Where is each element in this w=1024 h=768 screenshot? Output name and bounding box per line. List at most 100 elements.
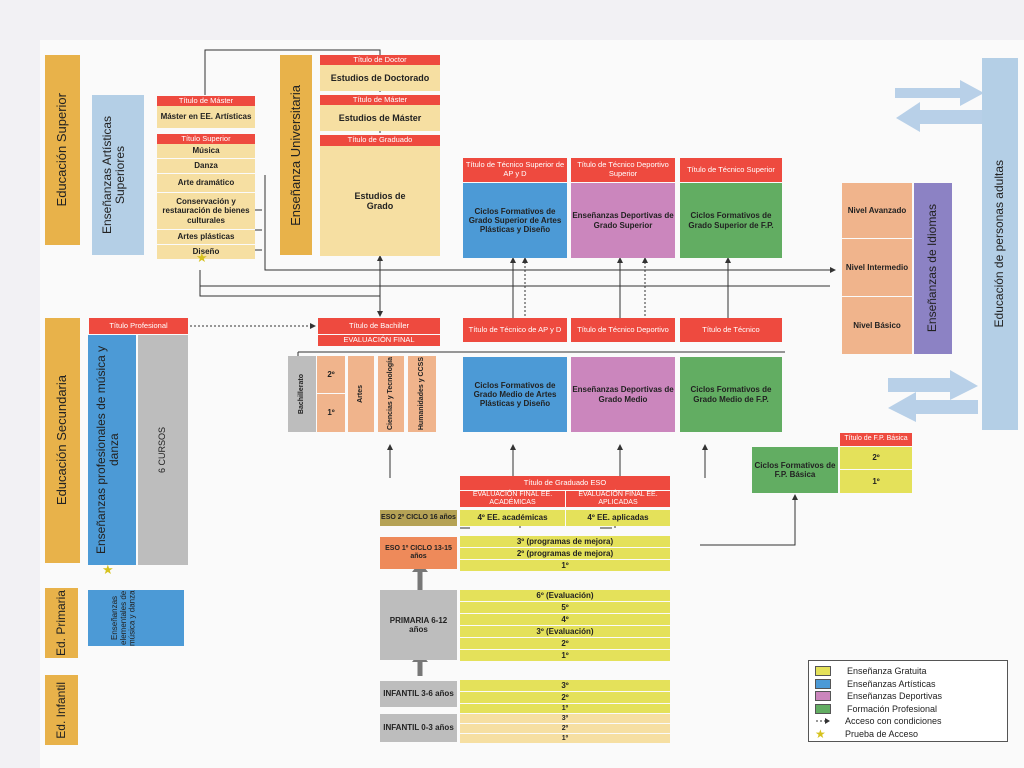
infantil-0-3-row-3: 3º: [460, 714, 670, 723]
titulo-tecnico-superior-apd: Título de Técnico Superior de AP y D: [463, 158, 567, 182]
artisticas-item-conservacion: Conservación y restauración de bienes cu…: [157, 193, 255, 229]
titulo-doctor: Título de Doctor: [320, 55, 440, 65]
modalidad-ciencias-label: Ciencias y Tecnología: [387, 357, 395, 431]
section-primaria-label: Ed. Primaria: [53, 589, 68, 657]
legend-item: ★ Prueba de Acceso: [815, 728, 1001, 741]
ciclos-medio-fp: Ciclos Formativos de Grado Medio de F.P.: [680, 357, 782, 432]
primaria-row-4: 4º: [460, 614, 670, 625]
section-educacion-secundaria: Educación Secundaria: [45, 318, 80, 563]
evaluacion-final-aplicadas: EVALUACIÓN FINAL EE. APLICADAS: [566, 491, 670, 507]
band-elementales: Enseñanzas elementales de música y danza: [88, 590, 184, 646]
idiomas-label: Enseñanzas de Idiomas: [925, 204, 940, 333]
star-icon: ★: [102, 562, 114, 577]
ciclos-superior-apd: Ciclos Formativos de Grado Superior de A…: [463, 183, 567, 258]
legend-item: Acceso con condiciones: [815, 715, 1001, 728]
infantil-3-6-row-1: 1º: [460, 704, 670, 713]
artisticas-item-diseno: Diseño: [157, 245, 255, 259]
estudios-master: Estudios de Máster: [320, 105, 440, 131]
eso-row-2: 2º (programas de mejora): [460, 548, 670, 559]
titulo-bachiller: Título de Bachiller: [318, 318, 440, 334]
band-artisticas-superiores: Enseñanzas Artísticas Superiores: [92, 95, 144, 255]
titulo-profesional: Título Profesional: [89, 318, 188, 334]
primaria-row-6: 6º (Evaluación): [460, 590, 670, 601]
titulo-superior: Título Superior: [157, 134, 255, 144]
ciclos-medio-apd: Ciclos Formativos de Grado Medio de Arte…: [463, 357, 567, 432]
eso-row-1: 1º: [460, 560, 670, 571]
infantil-0-3-row-2: 2º: [460, 724, 670, 733]
legend-swatch-fp: [815, 703, 831, 714]
section-secundaria-label: Educación Secundaria: [54, 375, 70, 506]
legend-swatch-deportivas: [815, 691, 831, 702]
primaria-label-box: PRIMARIA 6-12 años: [380, 590, 457, 660]
fp-basica-curso-1: 1º: [840, 470, 912, 493]
artisticas-item-arte-dramatico: Arte dramático: [157, 174, 255, 192]
modalidad-artes-label: Artes: [357, 385, 365, 403]
bachillerato-curso-2: 2º: [317, 356, 345, 393]
primaria-row-5: 5º: [460, 602, 670, 613]
infantil-0-3-label: INFANTIL 0-3 años: [380, 714, 457, 742]
universitaria-label: Enseñanza Universitaria: [287, 84, 303, 226]
ciclos-fp-basica: Ciclos Formativos de F.P. Básica: [752, 447, 838, 493]
master-artisticas: Máster en EE. Artísticas: [157, 106, 255, 128]
star-icon: ★: [815, 726, 826, 741]
modalidad-artes: Artes: [348, 356, 374, 432]
estudios-grado: Estudios de Grado: [320, 146, 440, 256]
section-educacion-superior: Educación Superior: [45, 55, 80, 245]
legend: Enseñanza Gratuita Enseñanzas Artísticas…: [808, 660, 1008, 742]
eso-row-3: 3º (programas de mejora): [460, 536, 670, 547]
band-seis-cursos: 6 CURSOS: [138, 335, 188, 565]
fp-basica-curso-2: 2º: [840, 447, 912, 469]
legend-label: Enseñanzas Deportivas: [847, 691, 943, 702]
artisticas-item-musica: Música: [157, 144, 255, 158]
infantil-3-6-row-2: 2º: [460, 692, 670, 703]
modalidad-humanidades-label: Humanidades y CCSS: [418, 357, 426, 431]
section-infantil-label: Ed. Infantil: [53, 681, 68, 739]
legend-item: Enseñanzas Artísticas: [815, 678, 1001, 691]
legend-swatch-artisticas: [815, 678, 831, 689]
artisticas-superiores-label: Enseñanzas Artísticas Superiores: [100, 115, 128, 235]
band-universitaria: Enseñanza Universitaria: [280, 55, 312, 255]
bachillerato-label: Bachillerato: [298, 373, 306, 415]
titulo-tecnico-apd: Título de Técnico de AP y D: [463, 318, 567, 342]
elementales-label: Enseñanzas elementales de música y danza: [110, 590, 137, 646]
seis-cursos-label: 6 CURSOS: [157, 426, 168, 473]
adultos-label: Educación de personas adultas: [992, 160, 1007, 328]
eso-4-academicas: 4º EE. académicas: [460, 510, 565, 526]
legend-label: Enseñanzas Artísticas: [847, 678, 936, 689]
profesionales-label: Enseñanzas profesionales de música y dan…: [94, 345, 122, 555]
legend-label: Enseñanza Gratuita: [847, 666, 927, 677]
titulo-master-artisticas: Título de Máster: [157, 96, 255, 106]
nivel-intermedio: Nivel Intermedio: [842, 239, 912, 296]
bachillerato-label-box: Bachillerato: [288, 356, 316, 432]
artisticas-item-danza: Danza: [157, 159, 255, 173]
titulo-tecnico-superior-fp: Título de Técnico Superior: [680, 158, 782, 182]
titulo-graduado-eso: Título de Graduado ESO: [460, 476, 670, 490]
deportivas-grado-superior: Enseñanzas Deportivas de Grado Superior: [571, 183, 675, 258]
titulo-fp-basica: Título de F.P. Básica: [840, 433, 912, 446]
legend-item: Enseñanza Gratuita: [815, 665, 1001, 678]
titulo-graduado: Título de Graduado: [320, 135, 440, 146]
titulo-tecnico: Título de Técnico: [680, 318, 782, 342]
estudios-doctorado: Estudios de Doctorado: [320, 65, 440, 91]
legend-label: Acceso con condiciones: [845, 716, 942, 727]
eso-4-aplicadas: 4º EE. aplicadas: [566, 510, 670, 526]
artisticas-item-artes-plasticas: Artes plásticas: [157, 230, 255, 244]
legend-item: Formación Profesional: [815, 703, 1001, 716]
eso-primer-ciclo: ESO 1º CICLO 13-15 años: [380, 537, 457, 569]
titulo-tecnico-deportivo: Título de Técnico Deportivo: [571, 318, 675, 342]
primaria-row-3: 3º (Evaluación): [460, 626, 670, 637]
star-icon: ★: [196, 250, 208, 265]
nivel-avanzado: Nivel Avanzado: [842, 183, 912, 238]
bachillerato-curso-1: 1º: [317, 394, 345, 432]
section-ed-infantil: Ed. Infantil: [45, 675, 78, 745]
section-ed-primaria: Ed. Primaria: [45, 588, 78, 658]
legend-label: Formación Profesional: [847, 703, 938, 714]
ciclos-superior-fp: Ciclos Formativos de Grado Superior de F…: [680, 183, 782, 258]
legend-label: Prueba de Acceso: [845, 728, 919, 739]
evaluacion-final-academicas: EVALUACIÓN FINAL EE. ACADÉMICAS: [460, 491, 565, 507]
titulo-master-universidad: Título de Máster: [320, 95, 440, 105]
primaria-row-2: 2º: [460, 638, 670, 649]
infantil-3-6-row-3: 3º: [460, 680, 670, 691]
deportivas-grado-medio: Enseñanzas Deportivas de Grado Medio: [571, 357, 675, 432]
